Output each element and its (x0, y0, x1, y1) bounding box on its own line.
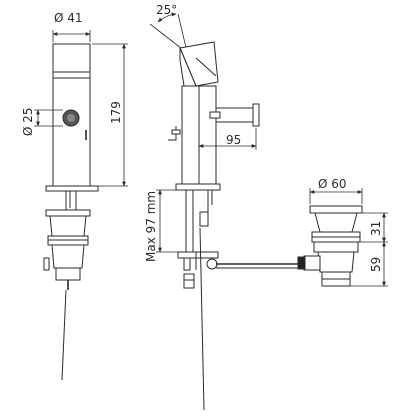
front-waste-tail (55, 267, 81, 281)
label-angle-25: 25° (156, 3, 177, 17)
front-base-flange (45, 185, 99, 192)
label-diam-25: Ø 25 (21, 107, 35, 136)
label-max-97: Max 97 mm (144, 191, 158, 262)
waste-flange (309, 205, 363, 214)
front-side-knob (43, 257, 50, 271)
label-diam-60: Ø 60 (318, 177, 347, 191)
label-height-179: 179 (109, 101, 123, 124)
waste-view: Ø 60 31 59 (297, 177, 388, 287)
side-handle-edge (195, 57, 217, 77)
front-view: Ø 41 Ø 25 179 (21, 11, 128, 381)
side-view: 25° 95 Max 97 mm (144, 3, 302, 411)
label-reach-95: 95 (226, 133, 241, 147)
side-fixing-plate (177, 251, 219, 259)
side-pivot (206, 258, 218, 270)
front-aerator-inner (67, 114, 75, 122)
side-spout-nozzle (252, 103, 260, 127)
front-waste-flange (45, 209, 91, 217)
angle-line-tilted (149, 23, 187, 53)
side-hose-fitting (199, 211, 209, 227)
label-diam-41: Ø 41 (54, 11, 83, 25)
waste-body-mid (313, 241, 359, 253)
label-height-59: 59 (369, 257, 383, 272)
front-drain-rod (61, 289, 67, 381)
angle-arc (157, 12, 177, 23)
side-pull-rod (199, 227, 205, 411)
side-base (175, 183, 221, 191)
side-spout (215, 107, 254, 123)
side-fixing-nut-1 (183, 257, 191, 271)
side-fixing-nut-2 (183, 273, 195, 289)
waste-side-connector (303, 255, 321, 271)
side-spout-joint (209, 111, 221, 119)
label-height-31: 31 (369, 221, 383, 236)
waste-body-upper (314, 212, 358, 233)
side-popup-knob (171, 129, 181, 135)
front-waste-lower (51, 244, 85, 269)
waste-connector-ring (297, 256, 306, 270)
waste-body-lower (317, 251, 355, 273)
front-waste-upper (49, 215, 87, 237)
